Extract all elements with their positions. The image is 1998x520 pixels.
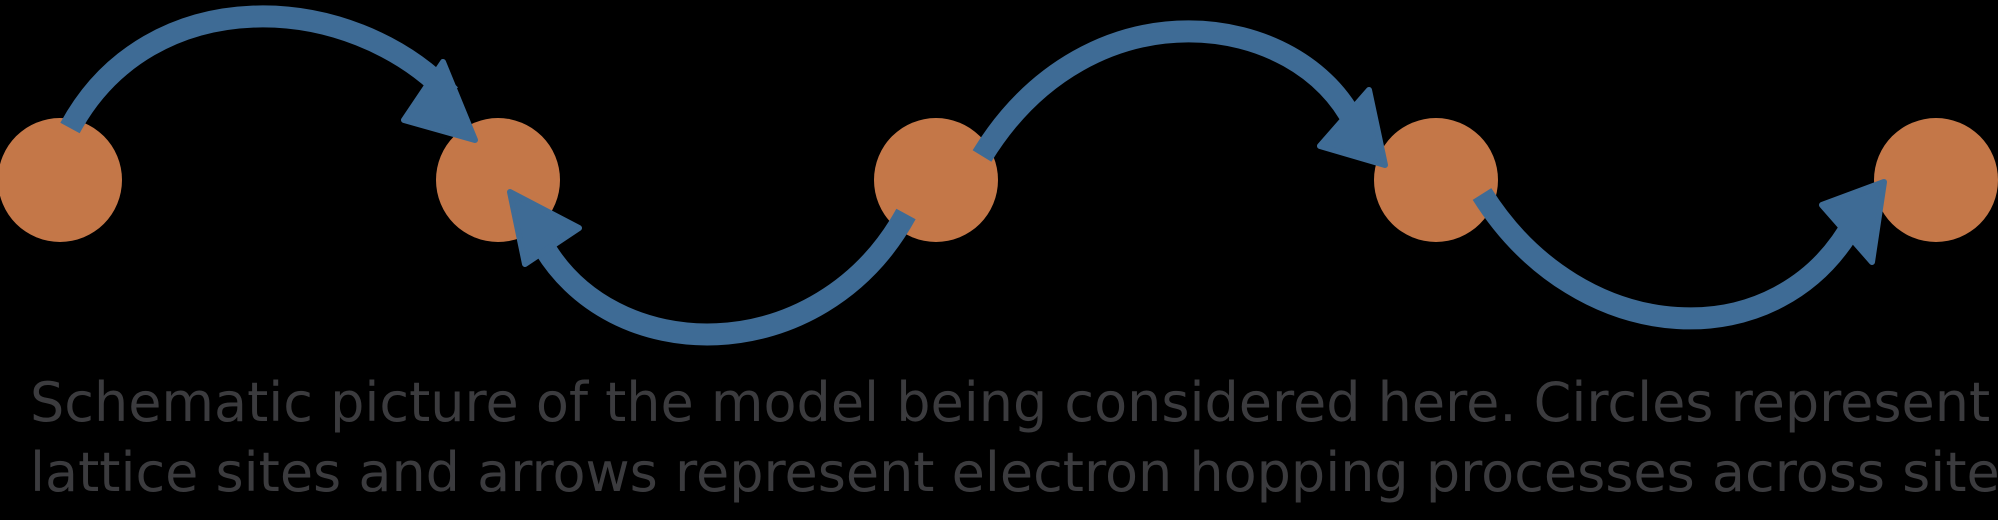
site-3	[874, 118, 998, 242]
hop-arrow-4-to-5	[1472, 188, 1865, 330]
hop-arrow-3-to-4	[972, 20, 1365, 162]
hop-arrow-3-to-2	[530, 208, 916, 346]
hop-arrowhead-1-to-2	[401, 59, 478, 143]
site-5	[1874, 118, 1998, 242]
lattice-hopping-diagram	[0, 5, 1998, 346]
site-1	[0, 118, 122, 242]
hop-arrow-1-to-2	[60, 5, 458, 134]
caption-line-2: lattice sites and arrows represent elect…	[30, 441, 1998, 504]
hop-arrowhead-3-to-2	[507, 189, 582, 267]
site-4	[1374, 118, 1498, 242]
hop-arrowhead-3-to-4	[1317, 87, 1388, 168]
caption-line-1: Schematic picture of the model being con…	[30, 371, 1991, 434]
figure-caption: Schematic picture of the model being con…	[30, 368, 1998, 508]
hop-arrowhead-4-to-5	[1819, 179, 1887, 265]
